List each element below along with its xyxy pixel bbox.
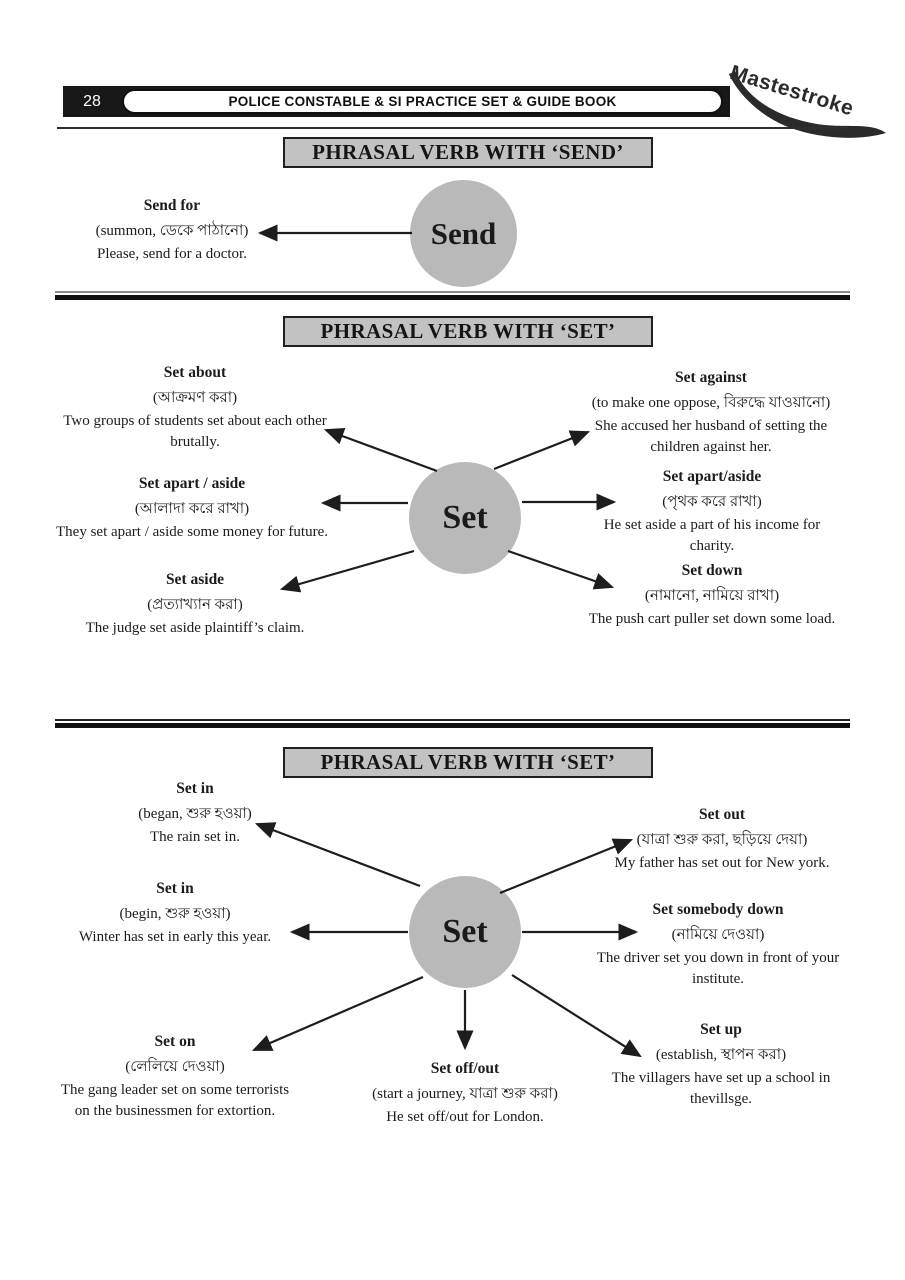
entry-set-aside: Set aside (প্রত্যাখ্যান করা) The judge s… <box>70 569 320 639</box>
header-title-pill: POLICE CONSTABLE & SI PRACTICE SET & GUI… <box>122 89 723 114</box>
section-title-set-1: PHRASAL VERB WITH ‘SET’ <box>283 316 653 347</box>
entry-meaning: (establish, স্থাপন করা) <box>655 1047 787 1064</box>
entry-meaning: (যাত্রা শুরু করা, ছড়িয়ে দেয়া) <box>636 832 808 849</box>
entry-meaning: (পৃথক করে রাখা) <box>662 494 762 511</box>
entry-example: The driver set you down in front of your… <box>596 950 840 987</box>
entry-phrase: Set in <box>176 780 214 797</box>
entry-example: Please, send for a doctor. <box>97 246 247 263</box>
entry-set-in-1: Set in (began, শুরু হওয়া) The rain set … <box>85 778 305 848</box>
entry-set-off-out: Set off/out (start a journey, যাত্রা শুর… <box>370 1058 560 1128</box>
header-title: POLICE CONSTABLE & SI PRACTICE SET & GUI… <box>228 94 617 109</box>
brand-logo: Mastestroke <box>712 55 902 145</box>
entry-example: Two groups of students set about each ot… <box>63 413 327 450</box>
divider <box>55 723 850 728</box>
entry-phrase: Set apart / aside <box>138 475 246 492</box>
entry-meaning: (নামানো, নামিয়ে রাখা) <box>644 588 780 605</box>
entry-phrase: Set off/out <box>430 1060 500 1077</box>
hub-circle-set-1: Set <box>409 462 521 574</box>
entry-phrase: Set aside <box>165 571 225 588</box>
entry-set-about: Set about (আক্রমণ করা) Two groups of stu… <box>60 362 330 452</box>
entry-meaning: (to make one oppose, বিরুদ্ধে যাওয়ানো) <box>591 395 831 412</box>
entry-phrase: Set in <box>156 880 194 897</box>
entry-meaning: (start a journey, যাত্রা শুরু করা) <box>372 1086 558 1103</box>
entry-meaning: (লেলিয়ে দেওয়া) <box>125 1059 225 1076</box>
entry-example: She accused her husband of setting the c… <box>594 418 828 455</box>
entry-example: They set apart / aside some money for fu… <box>56 524 328 541</box>
entry-phrase: Set somebody down <box>652 901 784 918</box>
entry-send-for: Send for (summon, ডেকে পাঠানো) Please, s… <box>52 195 292 265</box>
divider <box>55 295 850 300</box>
entry-meaning: (নামিয়ে দেওয়া) <box>671 927 765 944</box>
entry-meaning: (প্রত্যাখ্যান করা) <box>147 597 243 614</box>
entry-phrase: Set about <box>163 364 227 381</box>
entry-phrase: Set out <box>698 806 746 823</box>
entry-set-in-2: Set in (begin, শুরু হওয়া) Winter has se… <box>30 878 320 948</box>
entry-set-out: Set out (যাত্রা শুরু করা, ছড়িয়ে দেয়া)… <box>588 804 856 874</box>
entry-phrase: Set down <box>681 562 743 579</box>
entry-meaning: (আক্রমণ করা) <box>152 390 238 407</box>
entry-phrase: Send for <box>143 197 201 214</box>
entry-set-down: Set down (নামানো, নামিয়ে রাখা) The push… <box>588 560 836 630</box>
entry-example: The villagers have set up a school in th… <box>611 1070 831 1107</box>
entry-example: The rain set in. <box>150 829 240 846</box>
divider <box>55 719 850 721</box>
section-title-set-2: PHRASAL VERB WITH ‘SET’ <box>283 747 653 778</box>
entry-example: The push cart puller set down some load. <box>588 611 836 628</box>
entry-meaning: (summon, ডেকে পাঠানো) <box>95 223 249 240</box>
entry-set-up: Set up (establish, স্থাপন করা) The villa… <box>595 1019 847 1109</box>
section-title-send: PHRASAL VERB WITH ‘SEND’ <box>283 137 653 168</box>
entry-set-apart-aside-2: Set apart/aside (পৃথক করে রাখা) He set a… <box>588 466 836 556</box>
entry-meaning: (আলাদা করে রাখা) <box>134 501 250 518</box>
hub-circle-send: Send <box>410 180 517 287</box>
entry-example: He set off/out for London. <box>386 1109 544 1126</box>
entry-example: He set aside a part of his income for ch… <box>603 517 821 554</box>
entry-example: Winter has set in early this year. <box>78 929 272 946</box>
entry-meaning: (begin, শুরু হওয়া) <box>119 906 231 923</box>
entry-phrase: Set up <box>700 1021 742 1038</box>
entry-set-on: Set on (লেলিয়ে দেওয়া) The gang leader … <box>55 1031 295 1121</box>
entry-example: The judge set aside plaintiff’s claim. <box>85 620 305 637</box>
entry-example: The gang leader set on some terrorists o… <box>60 1082 290 1119</box>
divider <box>55 291 850 293</box>
entry-phrase: Set on <box>154 1033 196 1050</box>
hub-circle-set-2: Set <box>409 876 521 988</box>
entry-set-apart-aside: Set apart / aside (আলাদা করে রাখা) They … <box>42 473 342 543</box>
entry-example: My father has set out for New york. <box>614 855 830 872</box>
entry-set-against: Set against (to make one oppose, বিরুদ্ধ… <box>573 367 849 457</box>
page-number: 28 <box>83 92 101 110</box>
entry-meaning: (began, শুরু হওয়া) <box>138 806 252 823</box>
entry-phrase: Set against <box>675 369 747 386</box>
entry-set-somebody-down: Set somebody down (নামিয়ে দেওয়া) The d… <box>590 899 846 989</box>
header-rule <box>57 127 849 129</box>
entry-phrase: Set apart/aside <box>662 468 762 485</box>
swoosh-icon <box>728 71 887 138</box>
